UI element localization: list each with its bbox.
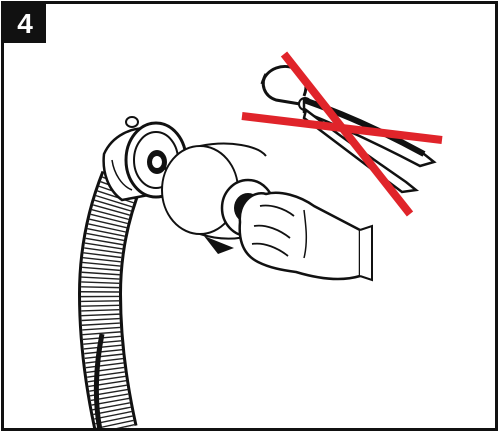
hand-illustration: [240, 193, 372, 280]
installation-illustration: [4, 4, 497, 430]
drain-hose: [96, 179, 122, 430]
